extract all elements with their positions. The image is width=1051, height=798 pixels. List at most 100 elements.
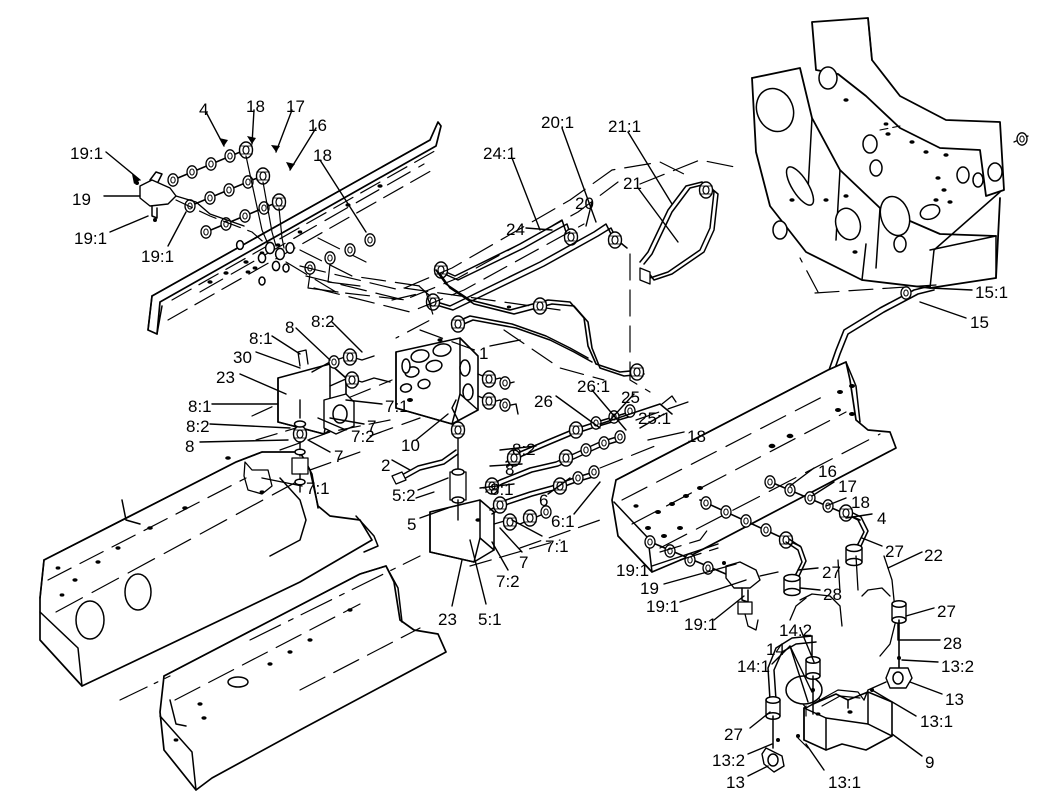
callout-label: 27 [937, 602, 956, 621]
lower-center-valve-block [391, 399, 552, 563]
callout-label: 7:1 [545, 537, 569, 556]
callout-label: 1 [479, 344, 489, 363]
callout-label: 16 [308, 116, 327, 135]
callout-label: 8 [185, 437, 195, 456]
item-1-tubes [418, 269, 645, 381]
callout-label: 14:1 [737, 657, 771, 676]
callout-label: 25 [621, 388, 640, 407]
callout-label: 13:2 [941, 657, 975, 676]
bolt-stack-right-upper [764, 475, 869, 567]
callout-label: 18 [313, 146, 332, 165]
center-manifold-block [395, 337, 519, 425]
callout-label: 23 [438, 610, 457, 629]
callout-label: 19:1 [70, 144, 104, 163]
callout-label: 24:1 [483, 144, 517, 163]
callout-label: 19:1 [616, 561, 650, 580]
callout-label: 7 [519, 553, 529, 572]
callout-label: 28 [943, 634, 962, 653]
callout-label: 7:1 [306, 479, 330, 498]
callout-label: 4 [877, 509, 887, 528]
bolt-stack-right-lower [699, 496, 807, 597]
callout-label: 7:1 [385, 397, 409, 416]
callout-label: 18 [246, 97, 265, 116]
bolt-stack-upper-left [167, 141, 287, 249]
leader-arrowheads [132, 136, 295, 184]
callout-label: 19:1 [684, 615, 718, 634]
callout-label: 6:1 [551, 512, 575, 531]
upper-left-frame-rail [147, 121, 442, 335]
callout-label: 17 [286, 97, 305, 116]
callout-label: 20:1 [541, 113, 575, 132]
callout-label: 8 [505, 460, 515, 479]
item-14-2-line [805, 635, 821, 715]
guide-lines-upper-left [285, 237, 561, 311]
callout-label: 8 [285, 318, 295, 337]
callout-label: 24 [506, 220, 525, 239]
callout-label: 18 [851, 493, 870, 512]
item-26-tube [483, 430, 626, 495]
callout-label: 13:1 [828, 773, 862, 792]
callout-label: 13:2 [712, 751, 746, 770]
item-25-tube [505, 404, 636, 467]
callout-label: 27 [822, 563, 841, 582]
callout-label: 7:2 [351, 427, 375, 446]
callout-label: 27 [724, 725, 743, 744]
callout-label: 21 [623, 174, 642, 193]
callout-label: 19:1 [74, 229, 108, 248]
callout-label: 27 [885, 542, 904, 561]
callout-label: 8:1 [249, 329, 273, 348]
tube-bundle-top [425, 181, 719, 311]
callout-label: 30 [233, 348, 252, 367]
callout-label: 22 [924, 546, 943, 565]
callout-label: 13 [945, 690, 964, 709]
callout-label: 7 [334, 447, 344, 466]
callout-label: 21:1 [608, 117, 642, 136]
callout-label: 13:1 [920, 712, 954, 731]
callout-label: 19:1 [141, 247, 175, 266]
callout-label: 8:2 [186, 417, 210, 436]
guide-lines-top-bundle [299, 159, 741, 393]
callout-label: 14:2 [779, 621, 813, 640]
callout-label: 6 [539, 491, 549, 510]
upper-right-bracket [751, 17, 1029, 289]
callout-label: 26 [534, 392, 553, 411]
callout-label: 4 [199, 100, 209, 119]
callout-label: 16 [818, 462, 837, 481]
callout-label: 8:1 [490, 480, 514, 499]
callout-label: 5:2 [392, 486, 416, 505]
callout-label: 5:1 [478, 610, 502, 629]
bolt-stack-right-19 [644, 535, 779, 631]
callout-label: 8:1 [188, 397, 212, 416]
callout-label: 28 [823, 585, 842, 604]
callout-label: 23 [216, 368, 235, 387]
lower-left-frame-rail [39, 451, 379, 687]
callout-label: 17 [838, 477, 857, 496]
callout-label: 26:1 [577, 377, 611, 396]
callout-label: 7:2 [496, 572, 520, 591]
callout-label: 9 [925, 753, 935, 772]
callout-label: 25:1 [638, 409, 672, 428]
callout-label: 20 [575, 194, 594, 213]
callout-label: 19 [72, 190, 91, 209]
item-6-tube [489, 465, 600, 515]
callout-label: 2 [381, 456, 391, 475]
callout-label: 5 [407, 515, 417, 534]
callout-label: 8:2 [512, 440, 536, 459]
callout-label: 10 [401, 436, 420, 455]
item-19-valve [135, 171, 245, 227]
leader-lines [103, 109, 973, 777]
right-frame-rail [611, 361, 897, 573]
callout-label: 8:2 [311, 312, 335, 331]
callout-label: 7 [367, 417, 377, 436]
guide-lines-lower-valve [415, 491, 601, 567]
lower-left-panel [159, 565, 447, 791]
guide-lines-manifold [347, 291, 605, 437]
fitting-cluster-center-left [245, 241, 295, 274]
callout-label: 19:1 [646, 597, 680, 616]
callout-label: 13 [726, 773, 745, 792]
guide-lines-left-valve [251, 403, 391, 471]
callout-label: 14 [766, 640, 785, 659]
callout-label: 19 [640, 579, 659, 598]
